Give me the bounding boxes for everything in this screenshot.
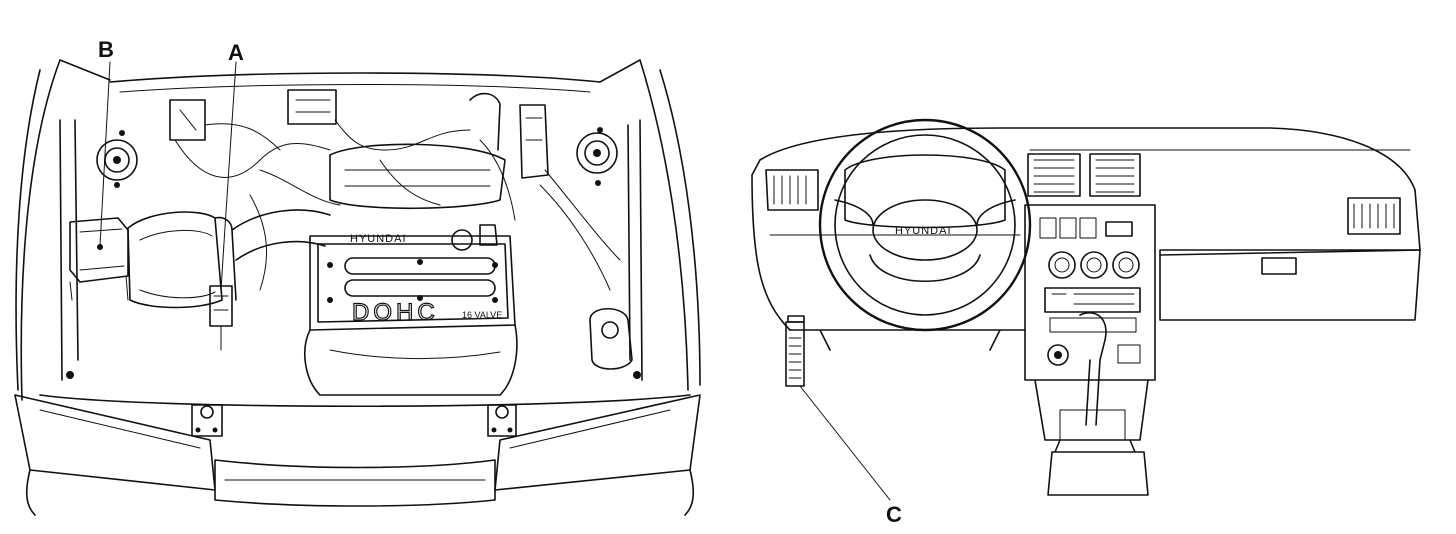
wiring-harness [174,119,621,291]
right-strut-tower [576,127,618,186]
console [1034,312,1149,496]
component-b-box [69,217,129,301]
leader-line-b [99,61,111,247]
left-fender [15,59,111,401]
component-a-block [209,285,233,351]
cowl-components [169,89,549,179]
steering-wheel [818,118,1032,332]
center-stack [1024,204,1156,381]
engine-bay-illustration: HYUNDAI DOHC 16 VALVE [14,59,701,516]
front-grille [214,459,496,507]
reservoir-right [589,308,633,370]
glovebox-latch [1261,257,1297,275]
leader-line-a [220,61,237,291]
callout-label-a: A [228,40,244,65]
callout-label-b: B [98,37,114,62]
glovebox [1159,249,1421,321]
lower-dash [789,329,1026,351]
head-badge-text: DOHC [352,299,439,326]
left-strut-tower [96,130,138,188]
air-cleaner [127,211,237,309]
component-c-connector [785,315,805,387]
head-sub-text: 16 VALVE [462,310,502,320]
dashboard-illustration: HYUNDAI [751,118,1421,496]
callout-label-c: C [886,502,902,527]
wheel-brand-text: HYUNDAI [895,225,952,237]
left-vent [765,169,819,211]
right-headlamp [494,394,701,491]
cowl-edge [109,72,601,83]
intake-duct [231,209,331,261]
left-headlamp [14,394,216,491]
leader-line-c [799,385,891,501]
center-vents [1027,153,1141,197]
instrument-hood [844,154,1006,229]
engine-block [304,324,518,396]
head-brand-text: HYUNDAI [350,233,407,245]
horn-pad [872,199,978,261]
dash-top [759,127,1416,191]
right-vent [1347,197,1401,235]
radiator-support [39,394,691,408]
left-mount [191,404,223,437]
right-fender [599,59,701,391]
right-mount [487,404,517,437]
intake-plenum [329,143,506,210]
